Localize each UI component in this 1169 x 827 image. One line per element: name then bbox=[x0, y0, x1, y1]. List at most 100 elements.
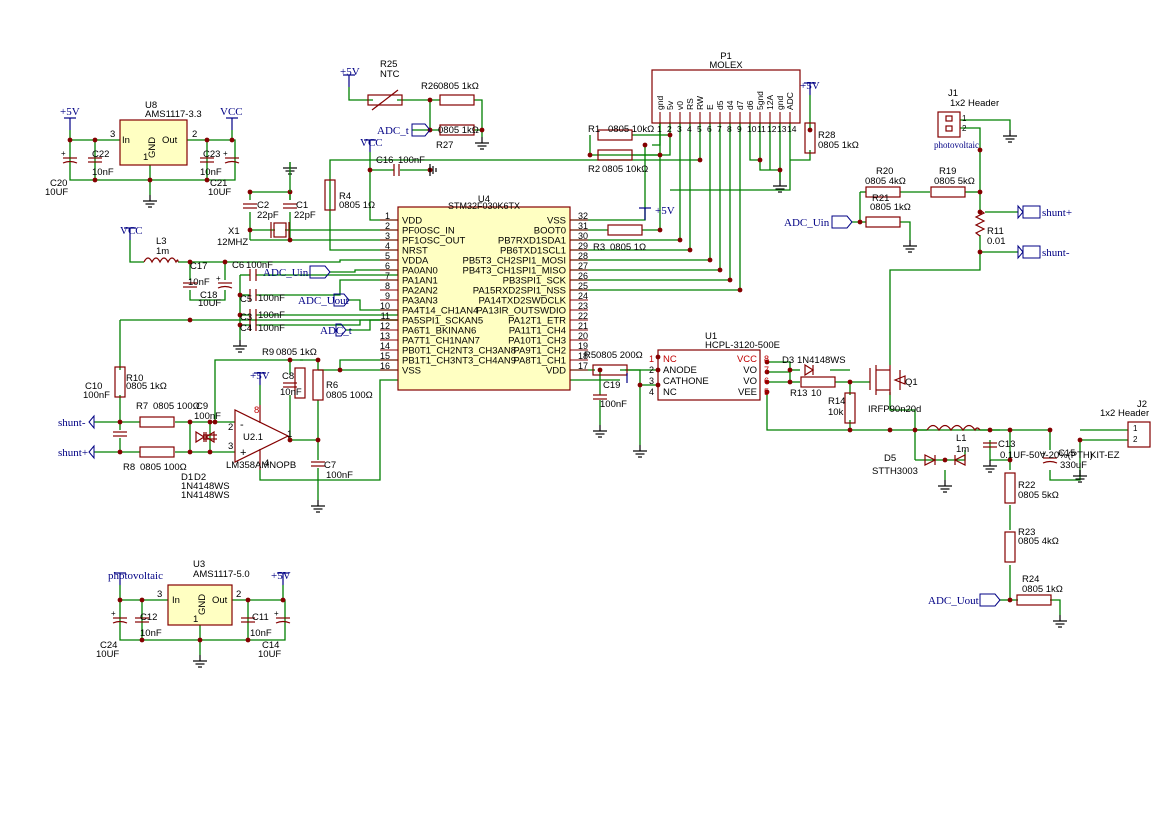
mcu-right-pin-number: 27 bbox=[578, 261, 588, 271]
mcu-right-pin-name: VSS bbox=[547, 216, 566, 227]
regulator-u3-pin3: 3 bbox=[157, 589, 162, 600]
r9-value: 0805 1kΩ bbox=[276, 347, 317, 358]
r7-value: 0805 100Ω bbox=[153, 401, 200, 412]
power-vcc-vdd: VCC bbox=[360, 137, 383, 149]
power-vcc-vdda: VCC bbox=[120, 225, 143, 237]
r24-ref: R24 bbox=[1022, 574, 1039, 585]
opamp-pin2: 2 bbox=[228, 422, 233, 433]
l3-value: 1m bbox=[156, 246, 169, 257]
c18-value: 10UF bbox=[198, 298, 221, 309]
gate-driver-left-pin-number: 2 bbox=[649, 365, 654, 375]
header-j2[interactable]: J2 1x2 Header 1 2 bbox=[1100, 399, 1151, 448]
mcu-right-pin-number: 28 bbox=[578, 251, 588, 261]
molex-pin-name: ADC bbox=[785, 92, 795, 110]
mcu-left-pin-name: PA5SPI1_SCKAN5 bbox=[402, 316, 483, 327]
mcu-right-pin-number: 23 bbox=[578, 301, 588, 311]
c18-ref: C18 bbox=[200, 290, 217, 301]
mcu-right-pin-name: VDD bbox=[546, 366, 566, 377]
power-5v-u3: +5V bbox=[271, 570, 291, 582]
mcu-left-pin-name: NRST bbox=[402, 246, 428, 257]
d1-value: 1N4148WS bbox=[181, 481, 230, 492]
mcu-right-pin-number: 19 bbox=[578, 341, 588, 351]
label-adc-uout-divider: ADC_Uout bbox=[928, 595, 979, 607]
header-j1-ref: J1 bbox=[948, 88, 958, 99]
x1-ref: X1 bbox=[228, 226, 240, 237]
molex-pin-number: 13 bbox=[777, 124, 787, 134]
mcu-right-pin-name: PA11T1_CH4 bbox=[509, 326, 566, 337]
c23-value: 10nF bbox=[200, 167, 222, 178]
opamp-pin1: 1 bbox=[287, 429, 292, 440]
r26-value: 0805 1kΩ bbox=[438, 81, 479, 92]
molex-pin-number: 9 bbox=[737, 124, 742, 134]
gate-driver-right-pin-number: 6 bbox=[764, 376, 769, 386]
r14-value: 10k bbox=[828, 407, 844, 418]
molex-pin-number: 14 bbox=[787, 124, 797, 134]
c17-ref: C17 bbox=[190, 261, 207, 272]
c16-ref: C16 bbox=[376, 155, 393, 166]
regulator-u8-pin3: 3 bbox=[110, 129, 115, 140]
gate-driver-left-pin-number: 3 bbox=[649, 376, 654, 386]
opamp-pin4: 4 bbox=[264, 458, 269, 469]
opamp-minus: - bbox=[240, 419, 244, 431]
gate-driver-left-pin-name: NC bbox=[663, 354, 677, 365]
c15-ref: C15 bbox=[1058, 448, 1075, 459]
regulator-u3[interactable]: U3 AMS1117-5.0 In Out GND 3 1 2 bbox=[157, 559, 250, 626]
mcu-right-pin-number: 30 bbox=[578, 231, 588, 241]
c6-value: 100nF bbox=[246, 260, 273, 271]
header-j1[interactable]: J1 1x2 Header 1 2 bbox=[937, 88, 999, 138]
r3-value: 0805 1Ω bbox=[610, 242, 646, 253]
c7-value: 100nF bbox=[326, 470, 353, 481]
power-photovoltaic: photovoltaic bbox=[108, 570, 163, 582]
regulator-u8-in: In bbox=[122, 135, 130, 146]
regulator-u3-pin2: 2 bbox=[236, 589, 241, 600]
c5-value: 100nF bbox=[258, 293, 285, 304]
opamp-u2[interactable]: - + U2.1 LM358AMNOPB 8 2 3 1 4 bbox=[226, 405, 296, 471]
c11-value: 10nF bbox=[250, 628, 272, 639]
mcu-left-pin-name: PA7T1_CH1NAN7 bbox=[402, 336, 480, 347]
gate-driver-left-pin-number: 1 bbox=[649, 354, 654, 364]
r6-ref: R6 bbox=[326, 380, 338, 391]
r11-value: 0.01 bbox=[987, 236, 1006, 247]
r7-ref: R7 bbox=[136, 401, 148, 412]
connector-molex-p1[interactable]: P1 MOLEX gnd15v2v03RS4RW5E6d57d48d79d610… bbox=[651, 51, 801, 134]
mosfet-q1[interactable]: Q1 IRFP90n20d bbox=[868, 365, 921, 415]
c23-ref: C23 bbox=[203, 149, 220, 160]
r1-value: 0805 10kΩ bbox=[608, 124, 654, 135]
c21-ref: C21 bbox=[210, 178, 227, 189]
c11-ref: C11 bbox=[252, 612, 269, 623]
regulator-u8[interactable]: U8 AMS1117-3.3 In Out GND 3 1 2 bbox=[110, 100, 202, 166]
mcu-left-pin-number: 13 bbox=[380, 331, 390, 341]
c15-capacitance: 330uF bbox=[1060, 460, 1087, 471]
r2-value: 0805 10kΩ bbox=[602, 164, 648, 175]
d3-ref: D3 bbox=[782, 355, 794, 366]
molex-pin-name: v0 bbox=[675, 101, 685, 110]
r21-value: 0805 1kΩ bbox=[870, 202, 911, 213]
header-j2-body bbox=[1127, 421, 1151, 448]
r27-ref: R27 bbox=[436, 140, 453, 151]
molex-pin-number: 5 bbox=[697, 124, 702, 134]
mcu-left-pin-name: PA2AN2 bbox=[402, 286, 438, 297]
molex-pin-number: 3 bbox=[677, 124, 682, 134]
label-adc-uin-mcu: ADC_Uin bbox=[263, 267, 309, 279]
l1-value: 1m bbox=[956, 444, 969, 455]
label-adc-uout-mcu: ADC_Uout bbox=[298, 295, 349, 307]
d1-ref: D1 bbox=[181, 472, 193, 483]
gate-driver-left-pin-number: 4 bbox=[649, 387, 654, 397]
c3-ref: C3 bbox=[240, 312, 252, 323]
mcu-left-pin-number: 7 bbox=[385, 271, 390, 281]
mcu-left-pin-number: 3 bbox=[385, 231, 390, 241]
opamp-value: LM358AMNOPB bbox=[226, 460, 296, 471]
mcu-right-pin-name: PB7RXD1SDA1 bbox=[498, 236, 566, 247]
c3-value: 100nF bbox=[258, 310, 285, 321]
l3-ref: L3 bbox=[156, 236, 167, 247]
molex-pin-name: d6 bbox=[745, 100, 755, 110]
regulator-u8-gnd: GND bbox=[147, 137, 158, 158]
r28-ref: R28 bbox=[818, 130, 835, 141]
c1-value: 22pF bbox=[294, 210, 316, 221]
r10-ref: R10 bbox=[126, 373, 143, 384]
regulator-u8-ref: U8 bbox=[145, 100, 157, 111]
gate-driver-ref: U1 bbox=[705, 331, 717, 342]
mcu-left-pin-number: 15 bbox=[380, 351, 390, 361]
